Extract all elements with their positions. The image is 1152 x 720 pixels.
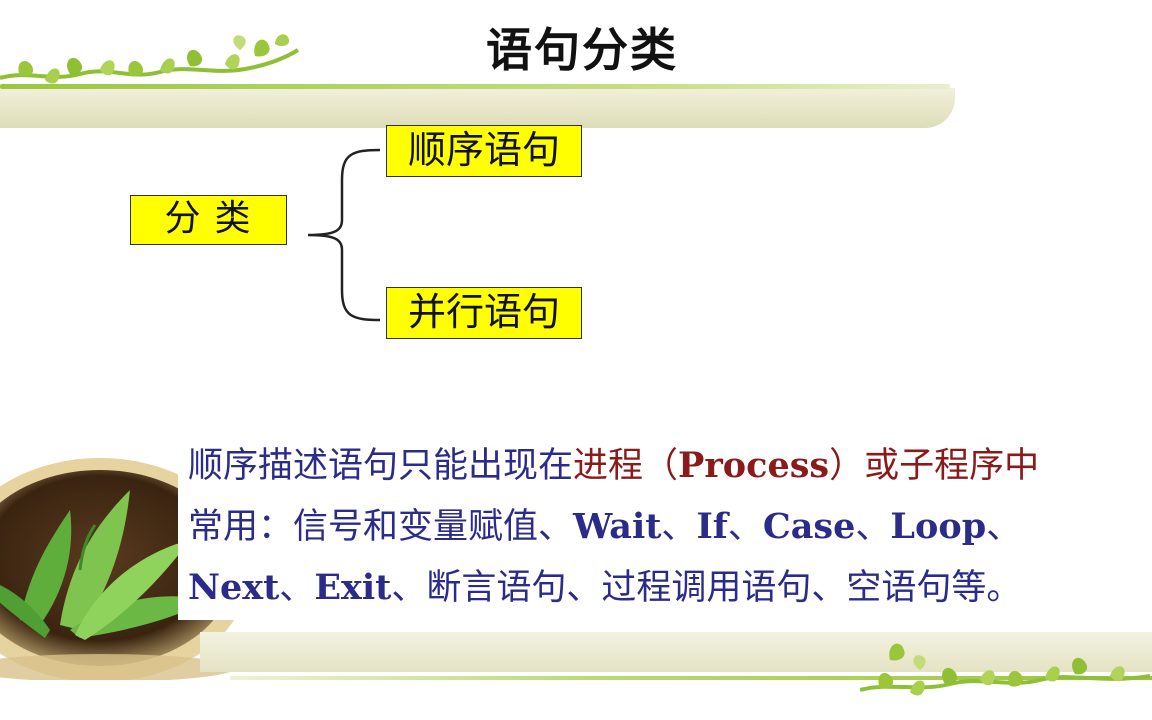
vine-ornament-top [0, 34, 300, 84]
vine-ornament-bottom [860, 643, 1151, 696]
description-block: 顺序描述语句只能出现在进程（Process）或子程序中 常用：信号和变量赋值、W… [178, 435, 1152, 620]
desc-keyword-loop: Loop [890, 506, 987, 547]
slide-title: 语句分类 [486, 23, 678, 77]
desc-separator: 、 [727, 507, 763, 547]
desc-separator: 、 [855, 507, 891, 547]
desc-text: 常用：信号和变量赋值、 [188, 507, 574, 547]
child-node-parallel: 并行语句 [386, 287, 582, 339]
desc-keyword-process: Process [678, 445, 830, 486]
desc-separator: 、 [986, 507, 1022, 547]
desc-text: 、断言语句、过程调用语句、空语句等。 [391, 568, 1022, 608]
desc-separator: 、 [661, 507, 697, 547]
child-node-sequential: 顺序语句 [386, 125, 582, 177]
curly-brace-connector [307, 148, 381, 322]
header-band [0, 88, 955, 128]
root-node-box: 分类 [130, 195, 287, 245]
desc-keyword-exit: Exit [314, 567, 392, 608]
desc-separator: 、 [279, 568, 315, 608]
desc-keyword-case: Case [762, 506, 856, 547]
footer-band [200, 632, 1152, 672]
footer-rule [230, 676, 1152, 680]
header-rule [0, 84, 950, 89]
desc-keyword-next: Next [188, 567, 280, 608]
desc-keyword-wait: Wait [573, 506, 662, 547]
description-line-3: Next、Exit、断言语句、过程调用语句、空语句等。 [188, 557, 1152, 618]
desc-text-highlight: ）或子程序中 [829, 446, 1040, 486]
desc-text-highlight: 进程（ [573, 446, 679, 486]
description-line-1: 顺序描述语句只能出现在进程（Process）或子程序中 [188, 435, 1152, 496]
desc-text: 顺序描述语句只能出现在 [188, 446, 574, 486]
desc-keyword-if: If [696, 506, 728, 547]
description-line-2: 常用：信号和变量赋值、Wait、If、Case、Loop、 [188, 496, 1152, 557]
